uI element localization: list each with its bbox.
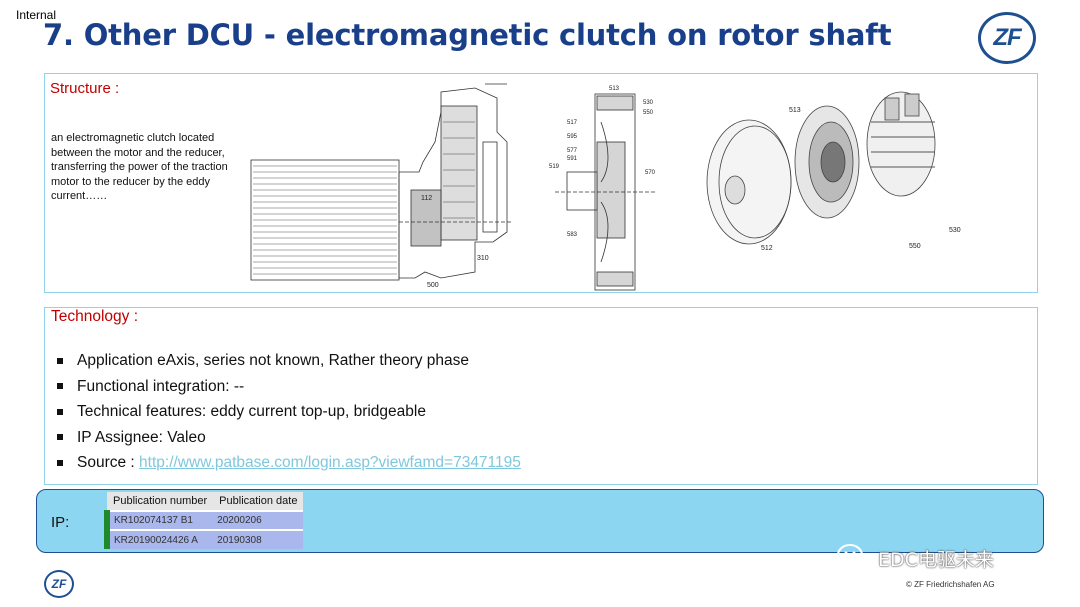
fig1-label-112: 112 [421, 195, 432, 202]
structure-heading: Structure : [50, 80, 120, 97]
table-row: KR102074137 B1 20200206 [103, 510, 304, 530]
fig2-label-519: 519 [549, 164, 560, 170]
technology-item: Functional integration: -- [57, 374, 521, 400]
fig3-label-550: 550 [909, 243, 921, 250]
fig1-label-500: 500 [427, 282, 439, 289]
fig2-label-513: 513 [609, 86, 620, 92]
wechat-icon [837, 544, 873, 571]
column-header-publication-date: Publication date [213, 492, 304, 511]
publication-number: KR102074137 B1 [103, 510, 214, 530]
classification-label: Internal [16, 8, 57, 22]
fig3-label-513: 513 [789, 107, 801, 114]
fig2-label-583: 583 [567, 232, 578, 238]
fig3-label-512: 512 [761, 245, 773, 252]
zf-footer-logo: ZF [44, 570, 74, 598]
bullet-square-icon [57, 357, 63, 364]
watermark-text: EDC电驱未来 [878, 548, 994, 571]
technology-panel: Technology : Application eAxis, series n… [44, 307, 1038, 485]
motor-fins [253, 165, 397, 275]
fig2-label-570: 570 [645, 170, 656, 176]
fig2-label-517: 517 [567, 120, 578, 126]
ip-label: IP: [51, 514, 70, 531]
column-header-publication-number: Publication number [107, 492, 214, 511]
patent-figure-exploded-view: 513 512 550 530 [706, 91, 961, 252]
bullet-square-icon [57, 459, 63, 466]
table-row: KR20190024426 A 20190308 [103, 529, 304, 549]
structure-panel: Structure : an electromagnetic clutch lo… [44, 73, 1038, 293]
bullet-square-icon [57, 408, 63, 415]
fig2-label-550: 550 [643, 110, 654, 116]
page-title: 7. Other DCU - electromagnetic clutch on… [43, 18, 892, 52]
technology-item-source: Source : http://www.patbase.com/login.as… [57, 450, 521, 476]
publication-number: KR20190024426 A [103, 529, 214, 549]
structure-description: an electromagnetic clutch located betwee… [51, 132, 228, 202]
fig2-label-530: 530 [643, 100, 654, 106]
fig3-label-530: 530 [949, 227, 961, 234]
source-link[interactable]: http://www.patbase.com/login.asp?viewfam… [139, 454, 521, 471]
bullet-square-icon [57, 434, 63, 441]
watermark: EDC电驱未来 [836, 543, 994, 573]
fig2-label-577: 577 [567, 148, 578, 154]
patent-figure-cross-section: 112 310 500 [250, 83, 511, 289]
zf-logo-text: ZF [993, 24, 1021, 51]
publication-date: 20190308 [213, 529, 304, 549]
ip-panel: IP: Publication number Publication date … [36, 489, 1044, 553]
publication-date: 20200206 [213, 510, 304, 530]
fig1-label-310: 310 [477, 255, 489, 262]
technology-item: Application eAxis, series not known, Rat… [57, 348, 521, 374]
fig2-label-591: 591 [567, 156, 578, 162]
patent-figure-clutch-section: 513 530 550 517 595 577 591 519 570 583 [549, 86, 656, 291]
publication-table: Publication number Publication date KR10… [103, 492, 304, 549]
bullet-square-icon [57, 383, 63, 390]
technology-item: IP Assignee: Valeo [57, 425, 521, 451]
zf-logo: ZF [978, 12, 1036, 64]
technology-list: Application eAxis, series not known, Rat… [57, 348, 521, 476]
technology-item: Technical features: eddy current top-up,… [57, 399, 521, 425]
technology-heading: Technology : [51, 308, 139, 325]
zf-footer-logo-text: ZF [51, 577, 67, 591]
fig2-label-595: 595 [567, 134, 578, 140]
copyright-notice: © ZF Friedrichshafen AG [906, 580, 995, 589]
